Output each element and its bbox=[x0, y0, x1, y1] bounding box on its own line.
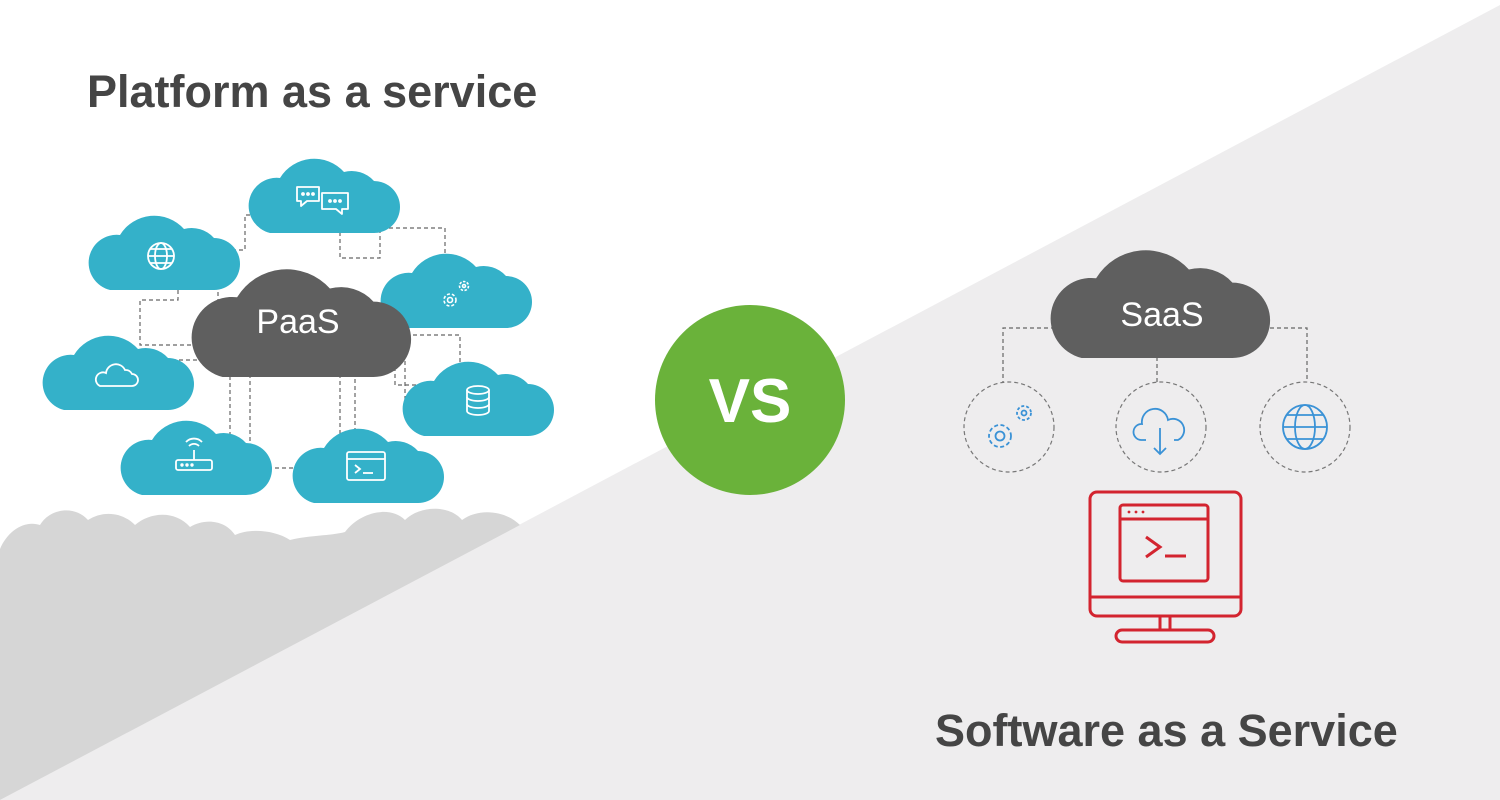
router-icon bbox=[175, 437, 213, 471]
cloud-database bbox=[402, 361, 554, 436]
versus-label: VS bbox=[709, 367, 792, 436]
ground-clouds bbox=[0, 508, 520, 800]
cloud-chat bbox=[248, 158, 400, 234]
versus-badge: VS bbox=[655, 305, 845, 495]
cloud-terminal bbox=[292, 428, 444, 503]
saas-service-globe bbox=[1259, 381, 1351, 473]
saas-hub-label: SaaS bbox=[1120, 296, 1203, 334]
cloud-icon bbox=[94, 363, 139, 387]
cloud-globe bbox=[88, 215, 240, 290]
cloud-router bbox=[120, 420, 272, 495]
saas-service-download bbox=[1115, 381, 1207, 473]
monitor-terminal-icon bbox=[1088, 490, 1243, 644]
gears-icon bbox=[443, 280, 470, 307]
paas-title: Platform as a service bbox=[87, 66, 538, 117]
paas-hub-label: PaaS bbox=[256, 303, 339, 341]
terminal-window-icon bbox=[346, 451, 386, 481]
speech-bubbles-icon bbox=[296, 186, 349, 215]
cloud-download-icon bbox=[1132, 407, 1186, 456]
saas-service-gears bbox=[963, 381, 1055, 473]
paas-hub-cloud: PaaS bbox=[191, 269, 412, 378]
globe-icon bbox=[147, 242, 175, 270]
gears-icon bbox=[988, 405, 1032, 448]
saas-hub-cloud: SaaS bbox=[1050, 250, 1271, 359]
saas-title: Software as a Service bbox=[935, 705, 1398, 756]
database-icon bbox=[466, 385, 490, 416]
cloud-cloud bbox=[42, 335, 194, 410]
globe-icon bbox=[1282, 404, 1328, 450]
cloud-gears bbox=[380, 253, 532, 328]
